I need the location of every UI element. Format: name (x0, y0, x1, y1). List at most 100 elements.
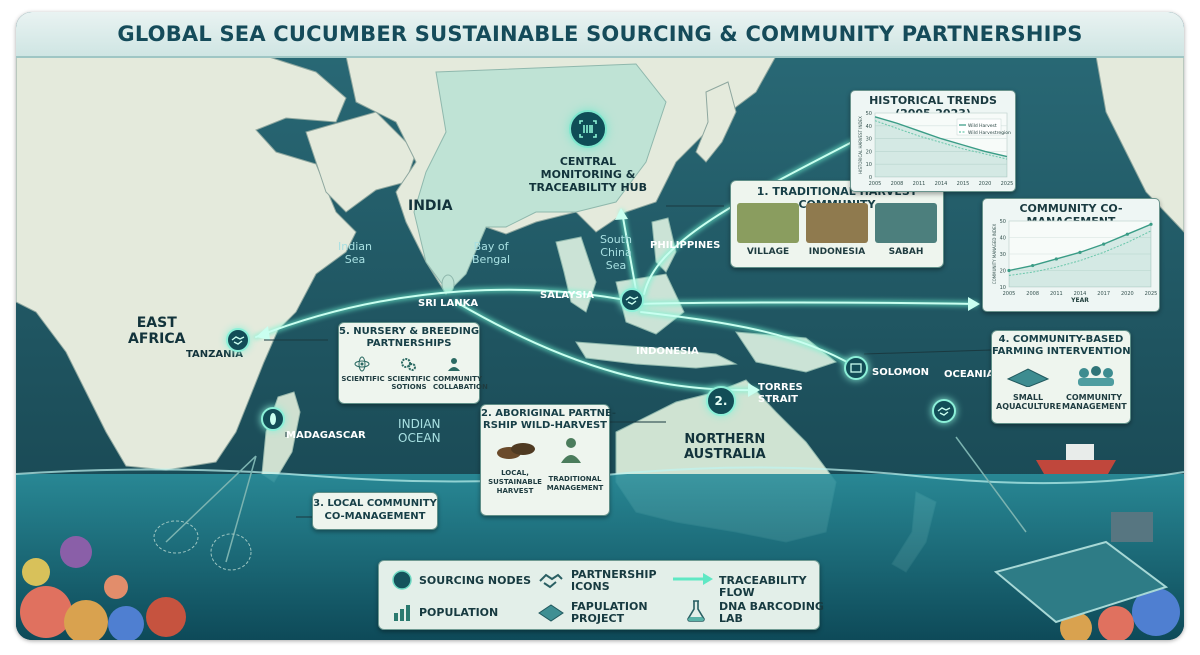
node-oceania (932, 399, 956, 423)
label-sri-lanka: SRI LANKA (418, 298, 479, 309)
arrow-icon (673, 573, 713, 585)
data-point (1102, 242, 1106, 246)
label-salaysia: SALAYSIA (540, 290, 594, 301)
item-village: VILLAGE (746, 247, 790, 257)
harvester-icon (561, 438, 581, 463)
label-indonesia: INDONESIA (636, 346, 699, 357)
boat-hull (1036, 460, 1116, 474)
data-point (1078, 250, 1082, 254)
bar-chart-icon (394, 605, 410, 621)
gears-icon (401, 358, 416, 371)
sabah-photo (875, 203, 937, 243)
x-tick-label: 2011 (1050, 291, 1063, 297)
label-oceania: OCEANIA (944, 369, 995, 380)
panel-local-community: 3. LOCAL COMMUNITY CO-MANAGEMENT (312, 492, 438, 530)
land-europe-africa (16, 55, 357, 471)
chart-legend-label: Wild Harvest (968, 123, 997, 129)
title-bar: GLOBAL SEA CUCUMBER SUSTAINABLE SOURCING… (16, 12, 1184, 58)
item-scientific-sotions: SCIENTIFIC SOTIONS (387, 375, 431, 391)
handshake-icon (231, 336, 245, 345)
y-tick-label: 20 (866, 149, 872, 155)
panel-local-title: 3. LOCAL COMMUNITY CO-MANAGEMENT (313, 498, 437, 522)
barcode-scanner-icon (569, 110, 607, 148)
chart-community-co-management: COMMUNITY CO-MANAGEMENT 1020304050200520… (982, 198, 1160, 312)
legend-population: POPULATION (419, 606, 499, 619)
chart-legend-label: Wild Harvestregion (968, 130, 1011, 136)
marker-2-label: 2. (714, 394, 728, 408)
x-tick-label: 2011 (913, 181, 926, 187)
land-north-america (1095, 55, 1184, 233)
aquaculture-pond-icon (538, 604, 564, 622)
net-left-1 (153, 520, 199, 554)
y-tick-label: 30 (1000, 252, 1006, 258)
page-title: GLOBAL SEA CUCUMBER SUSTAINABLE SOURCING… (117, 22, 1083, 46)
atom-icon (354, 356, 370, 372)
land-japan (695, 81, 737, 163)
y-tick-label: 10 (1000, 285, 1006, 291)
factory (1111, 512, 1153, 542)
community-group-icon (1078, 366, 1114, 386)
label-tanzania: TANZANIA (186, 349, 243, 360)
x-tick-label: 2015 (957, 181, 970, 187)
item-traditional-management: TRADITIONAL MANAGEMENT (546, 475, 604, 492)
node-madagascar (261, 407, 285, 431)
series-line (1008, 230, 1152, 276)
land-indonesia (575, 341, 738, 369)
handshake-icon (625, 296, 639, 305)
flask-icon (687, 600, 705, 622)
label-madagascar: MADAGASCAR (286, 430, 366, 441)
series-line (874, 116, 1008, 158)
traceability-flows (253, 137, 979, 394)
legend-partnership-icons: PARTNERSHIP ICONS (571, 568, 657, 593)
x-tick-label: 2020 (979, 181, 992, 187)
net-left-2 (210, 533, 252, 571)
aquaculture-pond-icon (850, 363, 862, 373)
legend: SOURCING NODES PARTNERSHIP ICONS TRACEAB… (378, 560, 824, 630)
legend-traceability-flow: TRACEABILITY FLOW (719, 574, 807, 599)
series-area (1009, 224, 1151, 287)
panel-aboriginal-partnership: 2. ABORIGINAL PARTNE- RSHIP WILD-HARVEST… (480, 404, 616, 516)
label-northern-australia: NORTHERN AUSTRALIA (684, 432, 766, 462)
item-sabah: SABAH (888, 247, 924, 257)
water-surface (16, 466, 1184, 485)
coral-reef-left (20, 536, 186, 640)
node-salaysia (620, 288, 644, 312)
panel-farming-title: 4. COMMUNITY-BASED FARMING INTERVENTION (992, 334, 1131, 357)
panel-aboriginal-title: 2. ABORIGINAL PARTNE- RSHIP WILD-HARVEST (481, 408, 616, 431)
item-small-aquaculture: SMALL AQUACULTURE (996, 393, 1062, 411)
legend-sourcing-nodes: SOURCING NODES (419, 574, 532, 587)
net-lines-left (165, 455, 257, 563)
data-point (1007, 268, 1011, 273)
y-tick-label: 40 (866, 124, 872, 130)
sea-cucumber-icon (497, 443, 535, 459)
label-south-china-sea: South China Sea (600, 233, 632, 272)
handshake-icon (937, 407, 951, 416)
data-point (1149, 222, 1153, 226)
label-east-africa: EAST AFRICA (128, 315, 186, 347)
label-india: INDIA (408, 198, 453, 214)
x-tick-label: 2005 (1003, 291, 1016, 297)
x-tick-label: 2008 (891, 181, 904, 187)
indonesia-photo (806, 203, 868, 243)
node-tanzania (226, 328, 250, 352)
legend-dna-barcoding-lab: DNA BARCODING LAB (719, 600, 824, 625)
panel-nursery-title: 5. NURSERY & BREEDING PARTNERSHIPS (339, 326, 480, 349)
y-tick-label: 10 (866, 162, 872, 168)
aquaculture-pond-icon (1006, 368, 1050, 387)
land-philippines (651, 217, 677, 273)
item-indonesia: INDONESIA (808, 247, 866, 257)
x-tick-label: 2008 (1026, 291, 1039, 297)
x-tick-label: 2025 (1145, 291, 1158, 297)
handshake-icon (539, 573, 563, 589)
x-axis-label: YEAR (1070, 297, 1089, 304)
series-area (875, 116, 1007, 177)
x-tick-label: 2014 (935, 181, 948, 187)
village-photo (737, 203, 799, 243)
y-tick-label: 50 (1000, 219, 1006, 225)
y-tick-label: 40 (1000, 236, 1006, 242)
label-philippines: PHILIPPINES (650, 240, 721, 251)
y-tick-label: 30 (866, 137, 872, 143)
data-point (1031, 263, 1035, 268)
land-middle-east (305, 111, 417, 213)
